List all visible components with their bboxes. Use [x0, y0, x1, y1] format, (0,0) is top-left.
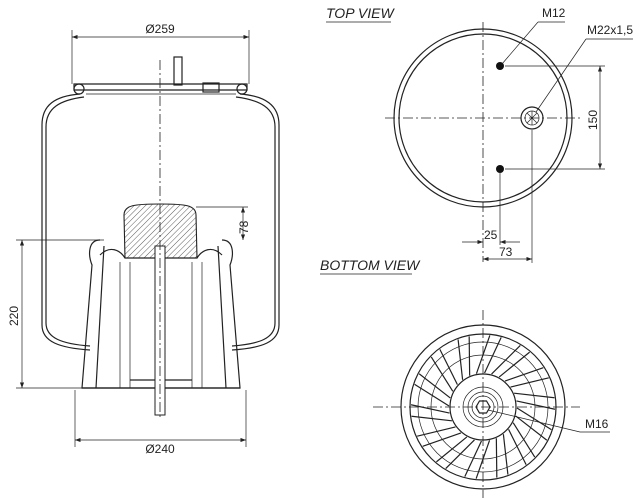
- rib-line: [510, 377, 549, 388]
- rib-line: [512, 422, 536, 458]
- stud-offset-label: 25: [484, 228, 498, 242]
- height-label: 220: [7, 306, 21, 326]
- piston-ribs: [410, 335, 556, 479]
- air-fitting-icon: [520, 106, 544, 130]
- rib-line: [411, 415, 453, 422]
- rib-line: [516, 407, 552, 431]
- fitting-thread-label: M22x1,5: [587, 23, 633, 37]
- rib-line: [464, 440, 482, 477]
- top-plate: [73, 56, 248, 95]
- side-view: Ø259: [7, 22, 280, 456]
- bumper-height-label: 78: [237, 220, 251, 234]
- bottom-view-title: BOTTOM VIEW: [320, 257, 421, 273]
- rib-line: [515, 415, 548, 441]
- stud-spacing-label: 150: [586, 110, 600, 130]
- rib-line: [417, 426, 456, 437]
- bellow-left: [41, 93, 91, 351]
- rib-line: [439, 349, 458, 385]
- rib-line: [430, 356, 454, 392]
- rib-line: [508, 429, 527, 465]
- top-view-title: TOP VIEW: [326, 5, 395, 21]
- rib-line: [484, 337, 502, 374]
- stud-thread-label: M12: [542, 6, 566, 20]
- rib-line: [513, 392, 555, 399]
- bottom-diameter-label: Ø240: [145, 442, 175, 456]
- rib-line: [504, 367, 544, 382]
- top-diameter-label: Ø259: [145, 22, 175, 36]
- rib-line: [498, 351, 531, 378]
- rib-line: [422, 432, 462, 447]
- stud-hole-bottom: [496, 165, 504, 173]
- rib-line: [445, 439, 475, 470]
- rib-line: [418, 373, 451, 399]
- bolt-thread-label: M16: [585, 417, 609, 431]
- rib-line: [410, 404, 450, 414]
- bottom-view: BOTTOM VIEW M16: [320, 257, 610, 498]
- stud: [173, 56, 183, 86]
- rib-line: [516, 400, 556, 410]
- top-view: TOP VIEW M12 M22x1,5 150 25 73: [326, 5, 633, 263]
- rib-line: [491, 344, 521, 375]
- rib-line: [414, 383, 450, 407]
- rib-line: [457, 339, 464, 380]
- bellow-right: [231, 93, 280, 351]
- rib-line: [435, 436, 468, 463]
- air-fitting: [202, 82, 220, 93]
- fitting-offset-label: 73: [499, 245, 513, 259]
- rib-line: [502, 434, 509, 475]
